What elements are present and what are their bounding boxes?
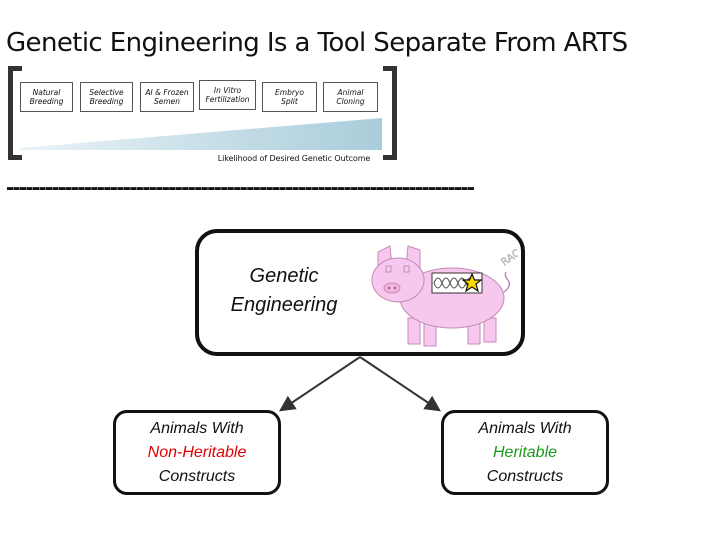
step-label: In Vitro xyxy=(213,86,242,95)
ge-label-line1: Genetic xyxy=(249,265,319,287)
page-title: Genetic Engineering Is a Tool Separate F… xyxy=(6,28,628,58)
right-bracket xyxy=(383,66,397,160)
step-label: Breeding xyxy=(29,97,64,106)
step-label: Fertilization xyxy=(205,95,250,104)
outcome-line1: Animals With xyxy=(150,419,244,437)
outcome-line3: Constructs xyxy=(486,467,564,485)
step-label: Breeding xyxy=(89,97,124,106)
section-divider: ----------------------------------------… xyxy=(6,176,475,200)
outcome-line1: Animals With xyxy=(478,419,572,437)
arrow-to-non-heritable xyxy=(279,356,361,412)
non-heritable-label: Non-Heritable xyxy=(147,443,247,461)
heritable-box: Animals With Heritable Constructs xyxy=(441,410,609,495)
step-label: AI & Frozen xyxy=(145,88,189,97)
step-label: Split xyxy=(281,97,298,106)
left-bracket xyxy=(8,66,22,160)
genetic-engineering-label: Genetic Engineering xyxy=(214,262,354,320)
heritable-label: Heritable xyxy=(492,443,558,461)
step-label: Selective xyxy=(89,88,124,97)
pig-icon: RAC xyxy=(371,245,518,347)
step-label: Animal xyxy=(337,88,364,97)
arrow-to-heritable xyxy=(359,356,441,412)
outcome-line3: Constructs xyxy=(158,467,236,485)
step-label: Embryo xyxy=(275,88,304,97)
ge-label-line2: Engineering xyxy=(230,294,338,316)
likelihood-wedge xyxy=(20,118,382,150)
non-heritable-box: Animals With Non-Heritable Constructs xyxy=(113,410,281,495)
likelihood-label: Likelihood of Desired Genetic Outcome xyxy=(217,154,371,163)
step-label: Cloning xyxy=(336,97,365,106)
step-label: Semen xyxy=(153,97,181,106)
genetic-engineering-box xyxy=(195,229,525,356)
step-label: Natural xyxy=(32,88,61,97)
